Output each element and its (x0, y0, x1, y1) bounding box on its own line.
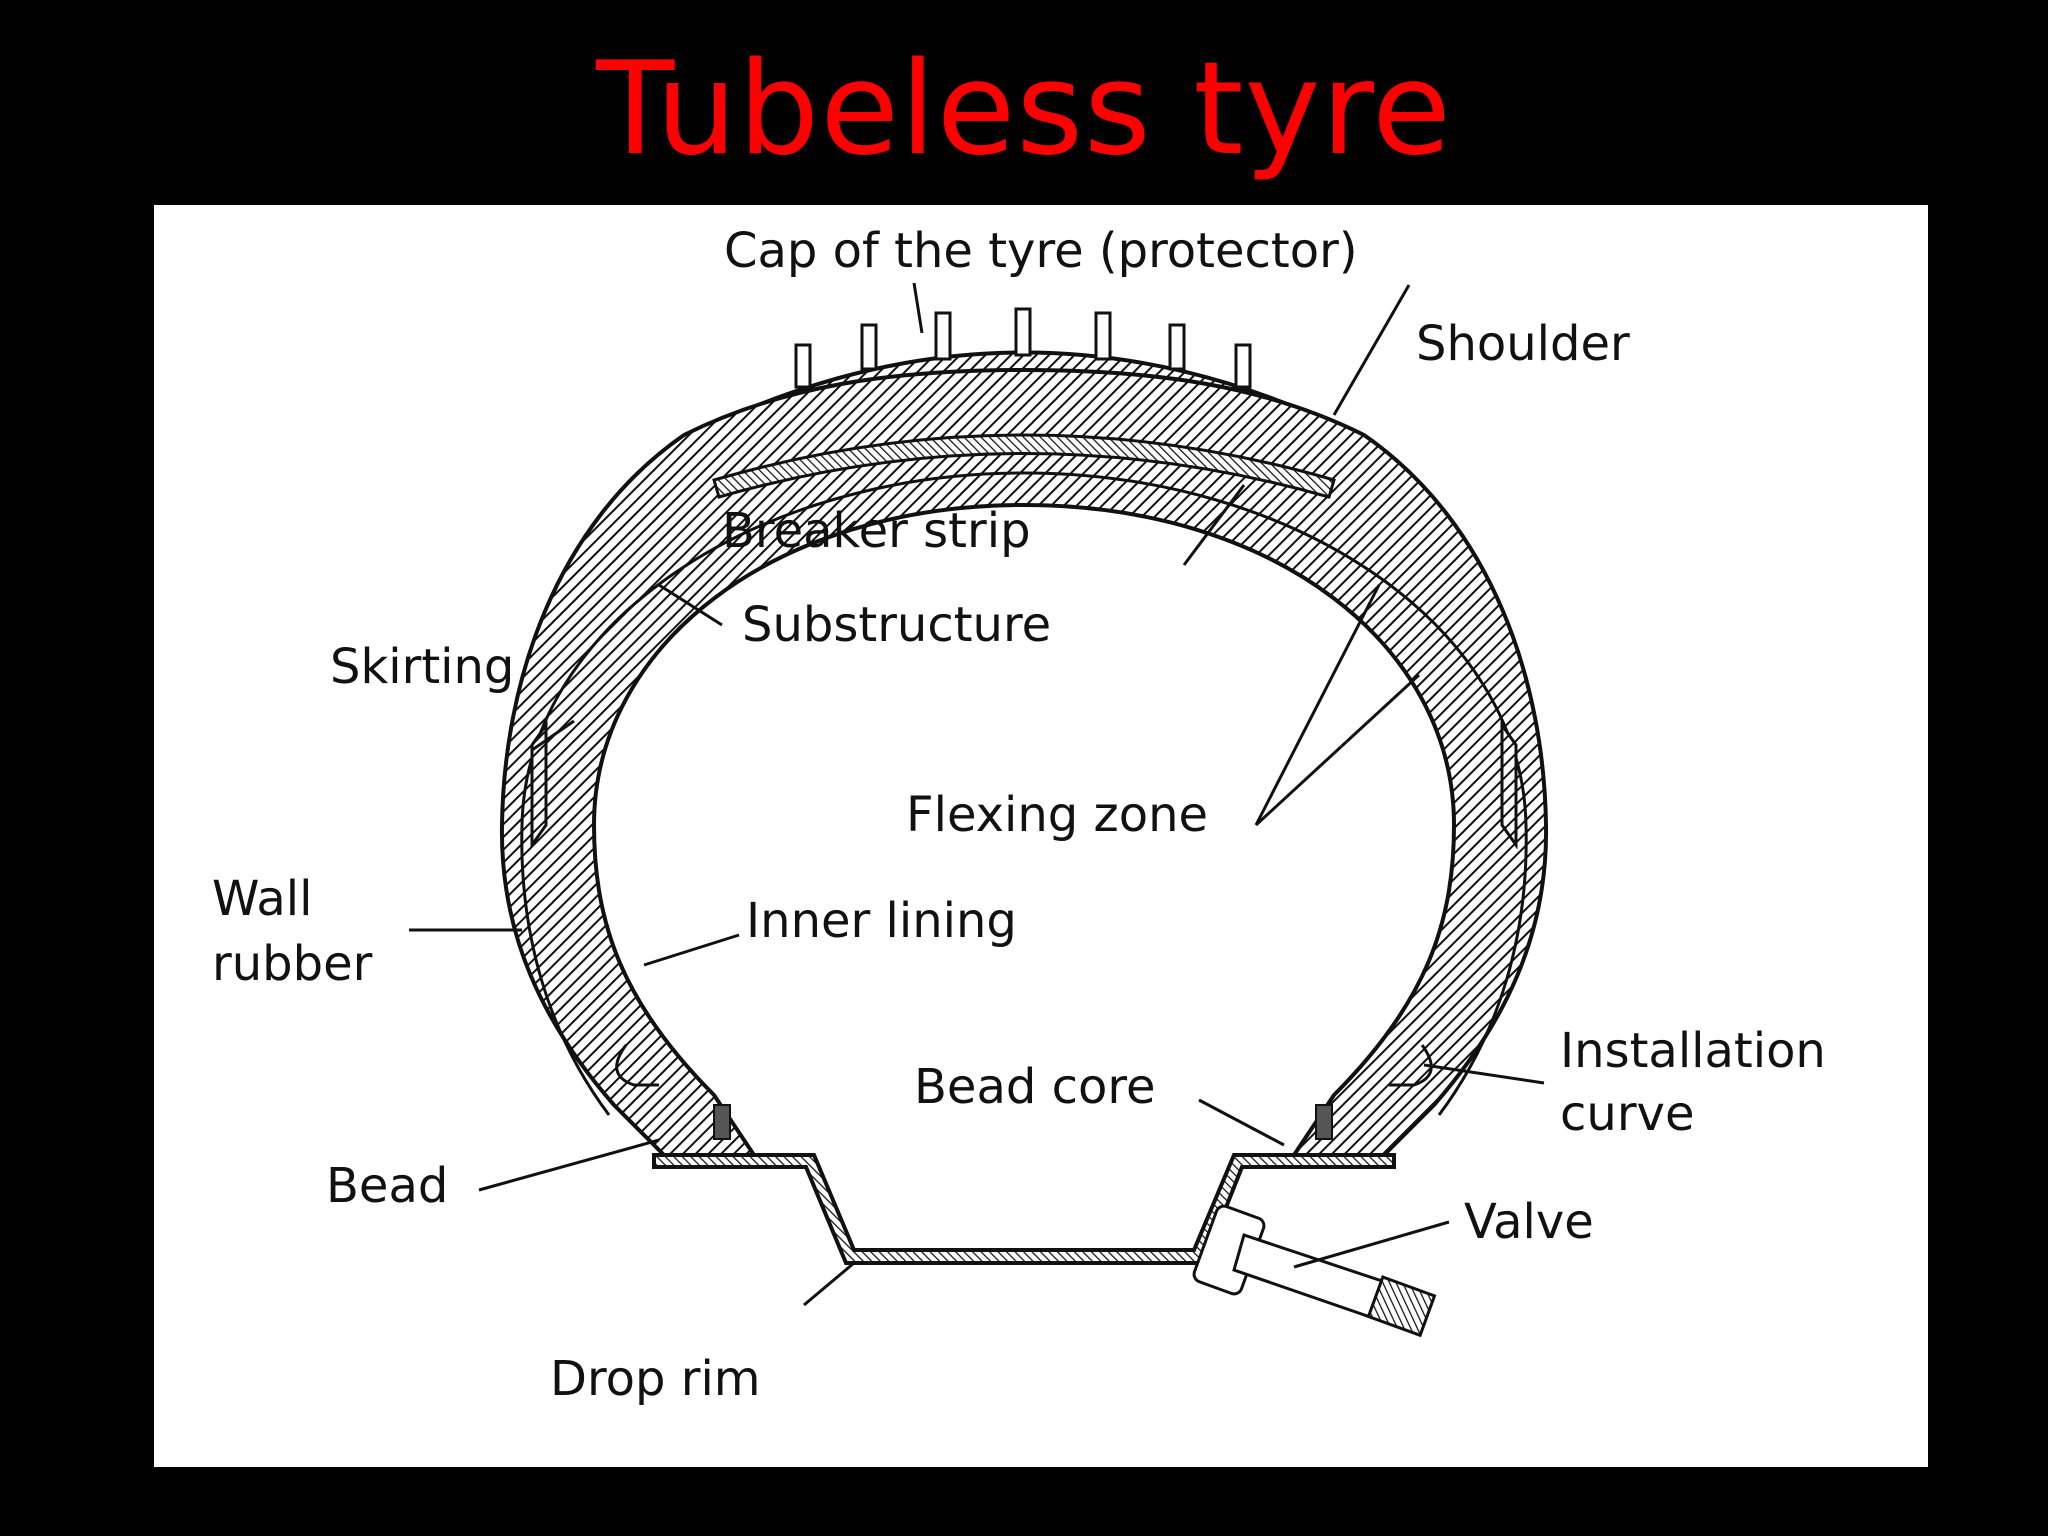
leader-valve (1293, 1220, 1450, 1269)
leader-flexing-zone-1 (1254, 584, 1381, 826)
label-shoulder: Shoulder (1416, 316, 1630, 372)
tyre-diagram-panel: Cap of the tyre (protector) Shoulder Bre… (154, 205, 1928, 1467)
label-installation-curve-line1: Installation (1560, 1023, 1826, 1079)
bead-core-left (713, 1104, 731, 1140)
tyre-cross-section-diagram: Cap of the tyre (protector) Shoulder Bre… (212, 223, 1826, 1407)
label-wall-rubber-line1: Wall (212, 871, 312, 927)
leader-skirting (531, 719, 575, 752)
leader-cap (912, 282, 924, 334)
slide-title: Tubeless tyre (596, 35, 1452, 184)
tread-grooves (794, 307, 1252, 389)
label-cap: Cap of the tyre (protector) (724, 223, 1358, 279)
rim-flange-right (1389, 1044, 1433, 1087)
label-substructure: Substructure (742, 597, 1051, 653)
leader-inner-lining (643, 933, 740, 967)
label-drop-rim: Drop rim (550, 1351, 761, 1407)
leader-bead-core (1198, 1098, 1285, 1147)
leader-shoulder (1332, 284, 1411, 416)
leader-substructure (658, 583, 723, 627)
leader-lines (409, 282, 1545, 1307)
skirting-right (1500, 720, 1518, 850)
valve-assembly (1192, 1204, 1437, 1338)
leader-bead (478, 1138, 660, 1192)
label-wall-rubber-line2: rubber (212, 936, 373, 992)
leader-installation-curve (1423, 1063, 1545, 1085)
skirting-left (530, 720, 548, 850)
label-flexing-zone: Flexing zone (906, 787, 1208, 843)
label-bead-core: Bead core (914, 1059, 1156, 1115)
tyre-casing (499, 367, 1549, 1157)
label-skirting: Skirting (330, 639, 514, 695)
bead-core-right (1315, 1104, 1333, 1140)
label-bead: Bead (326, 1158, 448, 1214)
label-valve: Valve (1464, 1194, 1594, 1250)
leader-drop-rim (803, 1261, 855, 1307)
inner-lining-layer (520, 471, 1528, 1116)
leader-breaker-strip (1182, 484, 1246, 566)
label-installation-curve-line2: curve (1560, 1086, 1694, 1142)
label-inner-lining: Inner lining (746, 893, 1017, 949)
leader-flexing-zone-2 (1254, 673, 1421, 827)
breaker-strip (712, 433, 1336, 499)
label-breaker-strip: Breaker strip (722, 503, 1031, 559)
rim-flange-left (615, 1044, 659, 1087)
